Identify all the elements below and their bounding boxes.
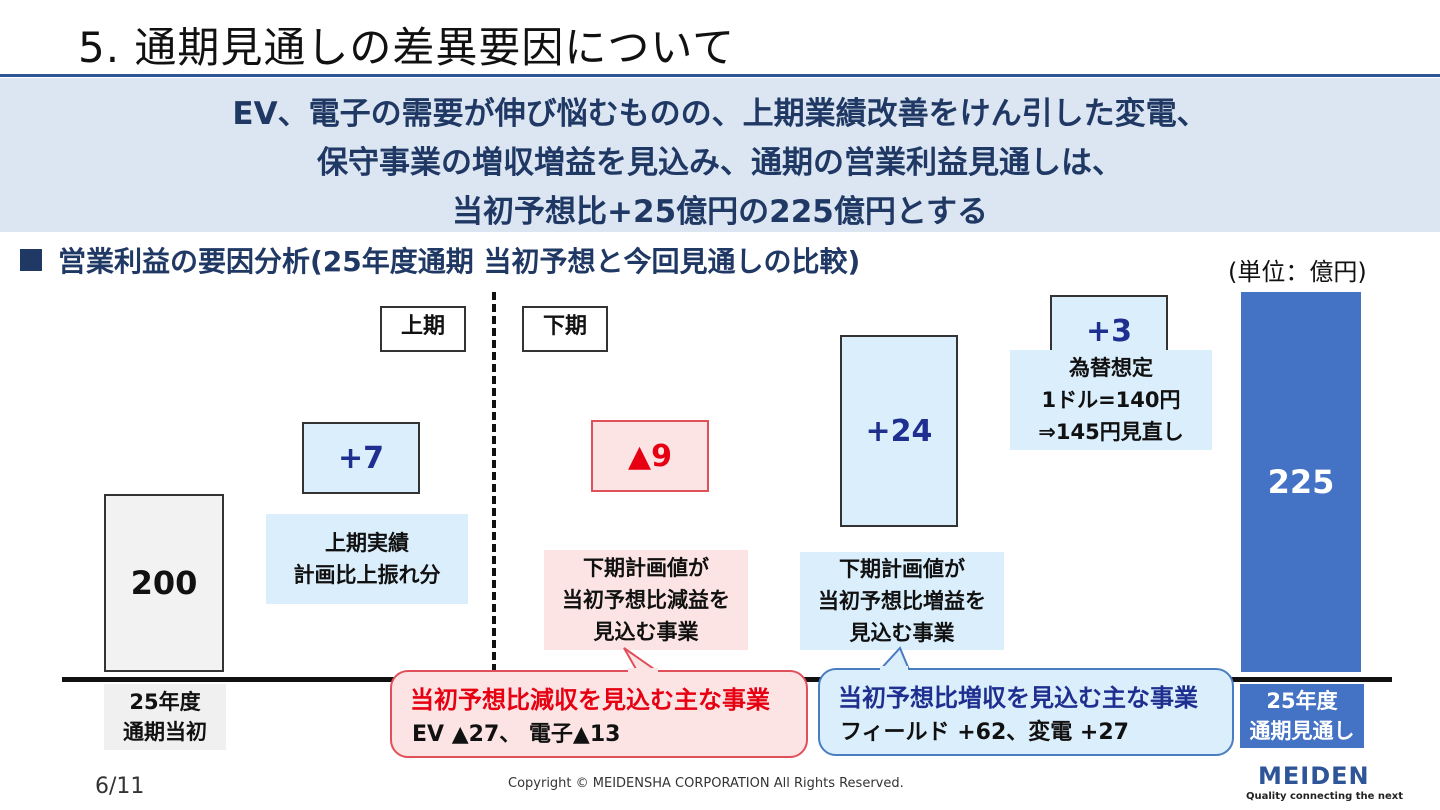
callout-increase-join <box>880 666 908 672</box>
copyright-text: Copyright © MEIDENSHA CORPORATION All Ri… <box>508 776 904 791</box>
note-4-line-3: ⇒145円見直し <box>1038 420 1184 444</box>
note-second-half-increase: 下期計画値が 当初予想比増益を 見込む事業 <box>800 552 1004 650</box>
note-4-line-2: 1ドル=140円 <box>1041 388 1181 412</box>
callout-increase: 当初予想比増収を見込む主な事業 フィールド +62、変電 +27 <box>818 668 1234 756</box>
note-2-line-1: 下期計画値が <box>583 556 709 580</box>
note-2-line-3: 見込む事業 <box>593 620 699 644</box>
section-heading-text: 営業利益の要因分析(25年度通期 当初予想と今回見通しの比較) <box>58 245 861 278</box>
summary-box: EV、電子の需要が伸び悩むものの、上期業績改善をけん引した変電、 保守事業の増収… <box>0 78 1440 232</box>
bar-3-value-label: ▲9 <box>628 438 672 474</box>
period-first-half: 上期 <box>380 306 466 352</box>
title-rule <box>0 74 1440 77</box>
bar-1-value-label: 200 <box>130 564 198 602</box>
note-4-line-1: 為替想定 <box>1069 356 1153 380</box>
bar-6: 225 <box>1241 292 1361 672</box>
callout-decrease: 当初予想比減収を見込む主な事業 EV ▲27、 電子▲13 <box>390 670 808 758</box>
bar-2: +7 <box>302 422 420 494</box>
period-second-half: 下期 <box>522 306 608 352</box>
summary-line-2: 保守事業の増収増益を見込み、通期の営業利益見通しは、 <box>317 145 1123 181</box>
bar-6-value-label: 225 <box>1267 463 1335 501</box>
note-second-half-decrease: 下期計画値が 当初予想比減益を 見込む事業 <box>544 550 748 650</box>
note-3-line-3: 見込む事業 <box>849 621 955 645</box>
bar-4: +24 <box>840 335 958 527</box>
bar-2-value-label: +7 <box>337 440 384 476</box>
callout-increase-body: フィールド +62、変電 +27 <box>840 720 1129 745</box>
note-1-line-1: 上期実績 <box>325 531 409 555</box>
note-3-line-2: 当初予想比増益を <box>818 589 986 613</box>
company-tagline: Quality connecting the next <box>1246 791 1404 802</box>
end-axis-label-line-2: 通期見通し <box>1249 719 1355 743</box>
callout-increase-title: 当初予想比増収を見込む主な事業 <box>838 684 1198 712</box>
start-axis-label: 25年度 通期当初 <box>104 684 226 750</box>
summary-line-1: EV、電子の需要が伸び悩むものの、上期業績改善をけん引した変電、 <box>232 96 1208 132</box>
page-title: 5. 通期見通しの差異要因について <box>78 23 736 72</box>
note-fx-assumption: 為替想定 1ドル=140円 ⇒145円見直し <box>1010 350 1212 450</box>
bar-1: 200 <box>104 494 224 672</box>
bar-4-value-label: +24 <box>865 413 933 449</box>
note-1-line-2: 計画比上振れ分 <box>293 563 441 587</box>
note-first-half-upside: 上期実績 計画比上振れ分 <box>266 514 468 604</box>
note-2-line-2: 当初予想比減益を <box>562 588 730 612</box>
period-divider <box>492 292 496 672</box>
company-logo: MEIDEN <box>1258 762 1370 790</box>
unit-label: (単位：億円) <box>1228 258 1367 286</box>
callout-decrease-title: 当初予想比減収を見込む主な事業 <box>410 686 770 714</box>
end-axis-label-line-1: 25年度 <box>1266 689 1338 713</box>
summary-line-3: 当初予想比+25億円の225億円とする <box>452 194 988 230</box>
start-axis-label-line-2: 通期当初 <box>123 720 207 744</box>
square-bullet-icon <box>20 249 42 271</box>
bar-5-value-label: +3 <box>1085 313 1132 349</box>
section-heading: 営業利益の要因分析(25年度通期 当初予想と今回見通しの比較) <box>20 240 860 280</box>
bar-3: ▲9 <box>591 420 709 492</box>
end-axis-label: 25年度 通期見通し <box>1240 684 1364 748</box>
page-number: 6/11 <box>95 774 145 799</box>
note-3-line-1: 下期計画値が <box>839 557 965 581</box>
callout-decrease-body: EV ▲27、 電子▲13 <box>412 722 621 747</box>
start-axis-label-line-1: 25年度 <box>129 690 201 714</box>
callout-decrease-join <box>628 668 658 674</box>
